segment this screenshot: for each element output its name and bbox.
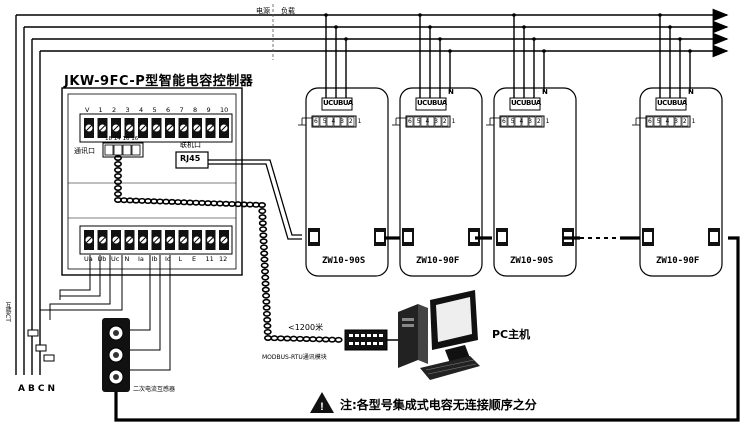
pc-label: PC主机 xyxy=(492,328,531,341)
bottom-terminal-label: Ic xyxy=(165,255,171,263)
top-terminal-number: 2 xyxy=(112,106,117,114)
bottom-terminal-label: Uc xyxy=(111,255,120,263)
top-terminal-number: V xyxy=(85,106,90,114)
capacitor-phase-labels: UCUBUA xyxy=(511,99,541,107)
capacitor-terminal-strip: 6 5 4 3 2 1 xyxy=(408,118,457,125)
capacitor-terminal-strip: 6 5 4 3 2 1 xyxy=(648,118,697,125)
bottom-terminal-label: 11 xyxy=(205,255,214,263)
bottom-terminal-label: N xyxy=(124,255,130,263)
comm-port-label: 通讯口 xyxy=(74,147,95,155)
bottom-terminal-label: 12 xyxy=(219,255,228,263)
bottom-terminal-label: Ua xyxy=(84,255,93,263)
capacitor-phase-labels: UCUBUA xyxy=(323,99,353,107)
capacitor-neutral-label: N xyxy=(688,88,694,96)
capacitor-phase-labels: UCUBUA xyxy=(417,99,447,107)
secondary-ct-label: 二次电流互感器 xyxy=(133,386,176,393)
capacitor-terminal-strip: 6 5 4 3 2 1 xyxy=(502,118,551,125)
capacitor-module xyxy=(392,13,483,277)
load-label: 负载 xyxy=(281,7,295,15)
pc-illustration xyxy=(398,290,480,380)
top-terminal-number: 10 xyxy=(220,106,229,114)
top-terminal-number: 8 xyxy=(193,106,198,114)
capacitor-module xyxy=(486,13,577,277)
bottom-terminal-label: Ib xyxy=(151,255,158,263)
comm-port-pins: 18 14 16 16 xyxy=(105,136,139,142)
bus-lines xyxy=(16,8,729,58)
capacitor-neutral-label: N xyxy=(542,88,548,96)
ct-phase-a: A xyxy=(18,384,25,394)
capacitor-neutral-label: N xyxy=(448,88,454,96)
top-terminal-number: 7 xyxy=(179,106,184,114)
top-terminal-number: 5 xyxy=(152,106,157,114)
capacitor-model: ZW10-90F xyxy=(416,256,460,266)
svg-text:!: ! xyxy=(320,401,324,413)
source-label: 电源 xyxy=(256,7,270,15)
capacitor-module xyxy=(298,13,389,277)
controller-title: JKW-9FC-P型智能电容控制器 xyxy=(64,74,254,89)
bottom-terminal-label: Ia xyxy=(138,255,144,263)
bottom-terminal-label: Ub xyxy=(97,255,107,263)
bottom-terminal-label: L xyxy=(178,255,183,263)
top-terminal-number: 1 xyxy=(98,106,103,114)
ct-phase-c: C xyxy=(37,384,45,394)
capacitor-module xyxy=(632,13,723,277)
rj45-label: RJ45 xyxy=(180,154,201,163)
bottom-terminal-label: E xyxy=(192,255,197,263)
ct-phase-n: N xyxy=(47,384,55,394)
note-text: 注:各型号集成式电容无连接顺序之分 xyxy=(340,398,537,412)
top-terminal-number: 4 xyxy=(139,106,144,114)
cable-length: <1200米 xyxy=(288,323,324,332)
capacitor-model: ZW10-90F xyxy=(656,256,700,266)
capacitor-model: ZW10-90S xyxy=(510,256,554,266)
top-terminal-number: 6 xyxy=(166,106,171,114)
capacitor-terminal-strip: 6 5 4 3 2 1 xyxy=(314,118,363,125)
capacitor-phase-labels: UCUBUA xyxy=(657,99,687,107)
ct-label: 互感CT xyxy=(4,302,11,322)
link-port-label: 联机口 xyxy=(180,141,201,149)
top-terminal-number: 3 xyxy=(125,106,130,114)
top-terminal-number: 9 xyxy=(206,106,211,114)
ct-phase-b: B xyxy=(27,384,35,394)
adapter-label: MODBUS-RTU通讯模块 xyxy=(262,354,327,361)
capacitor-model: ZW10-90S xyxy=(322,256,366,266)
